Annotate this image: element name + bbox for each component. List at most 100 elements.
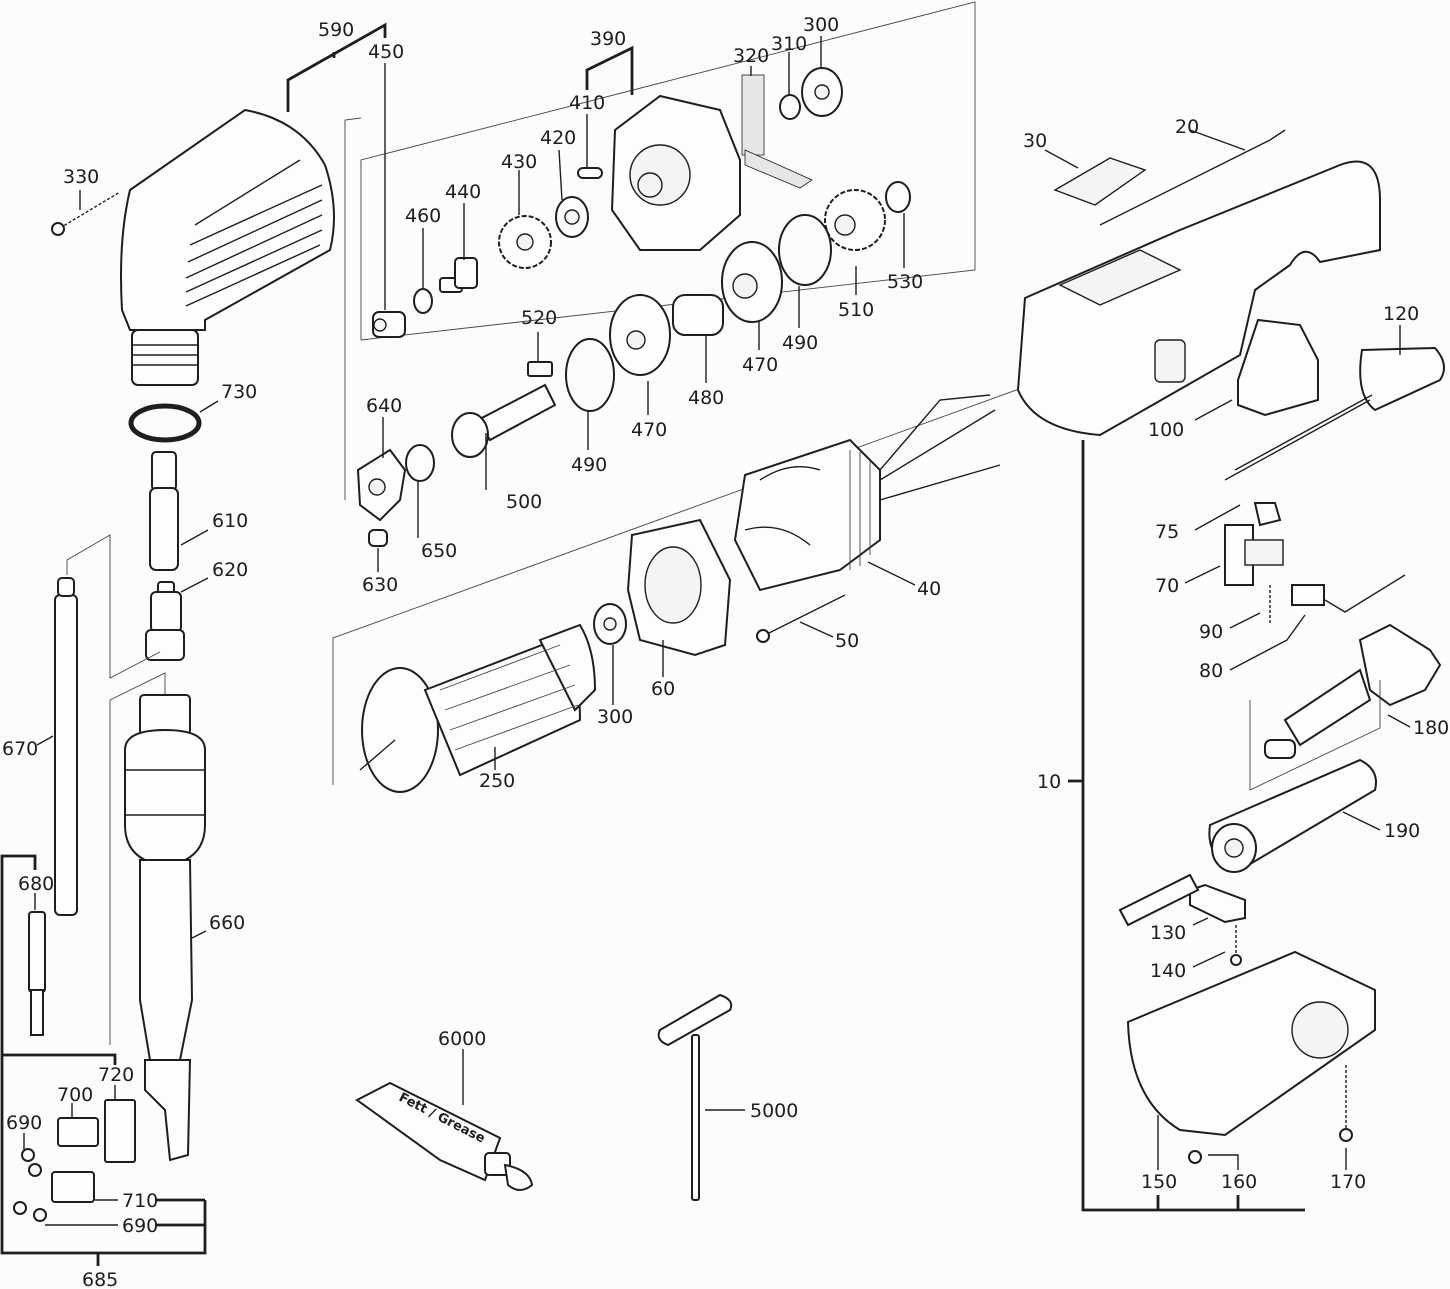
label-630: 630 [362,574,398,596]
label-410: 410 [569,92,605,114]
label-75: 75 [1155,521,1179,543]
label-730: 730 [221,381,257,403]
needle-bearing-650 [405,444,435,482]
nose-piece-660 [124,694,206,1162]
screw-140 [1230,925,1242,966]
switch-button-30 [1053,157,1147,206]
label-520: 520 [521,307,557,329]
label-510: 510 [838,299,874,321]
label-90: 90 [1199,621,1223,643]
pinion-440 [439,257,478,293]
label-430: 430 [501,151,537,173]
label-660: 660 [209,912,245,934]
switch-100 [1237,318,1319,417]
bushing-450 [372,311,406,338]
label-310: 310 [771,33,807,55]
gear-head-housing [120,108,335,386]
bracket-outlines-left [66,534,166,1045]
label-250: 250 [479,770,515,792]
switch-lever-20 [1099,129,1286,226]
label-480: 480 [688,387,724,409]
gear-430 [498,215,552,269]
shaft-610 [149,451,179,571]
part-labels: 590 450 390 320 310 300 330 410 420 430 … [2,14,1449,1289]
pin-410 [577,167,603,179]
bearing-300-top [801,67,843,117]
label-690-top: 690 [6,1112,42,1134]
armature-250 [359,623,597,793]
shaft-500 [451,383,557,458]
die-parts [13,1099,136,1222]
label-610: 610 [212,510,248,532]
brush-80 [1291,574,1406,613]
o-ring-730 [128,403,202,443]
stator-40 [733,394,1001,592]
group-brackets [0,22,1305,1266]
motor-housing [1016,160,1381,437]
screw-330 [51,191,121,236]
t-key-5000 [657,993,733,1201]
label-300-top: 300 [803,14,839,36]
label-140: 140 [1150,960,1186,982]
handle-cover-150 [1126,950,1376,1137]
label-50: 50 [835,630,859,652]
label-390: 390 [590,28,626,50]
screw-50 [756,594,846,643]
label-450: 450 [368,41,404,63]
label-190: 190 [1384,820,1420,842]
seal-310 [779,94,801,120]
fan-baffle-60 [626,518,732,657]
label-170: 170 [1330,1171,1366,1193]
label-720: 720 [98,1064,134,1086]
label-590: 590 [318,19,354,41]
label-690-bottom: 690 [122,1215,158,1237]
label-5000: 5000 [750,1100,798,1122]
cable-clamp-130 [1118,873,1246,927]
label-530: 530 [887,271,923,293]
mesh-320 [741,74,813,189]
capacitor-120 [1224,346,1445,481]
label-320: 320 [733,45,769,67]
label-440: 440 [445,181,481,203]
circlip-490-bottom [565,338,615,412]
screw-170 [1339,1065,1353,1142]
bearing-420 [555,196,589,238]
bearing-470-bottom [609,294,671,376]
label-680: 680 [18,873,54,895]
label-80: 80 [1199,660,1223,682]
ring-530 [885,181,911,213]
cable-sleeve-190 [1208,680,1381,873]
label-180: 180 [1413,717,1449,739]
gear-housing-390 [610,94,741,251]
washer-460 [413,288,433,314]
label-70: 70 [1155,575,1179,597]
eccentric-640 [356,448,407,522]
rod-670 [54,577,78,916]
bearing-300-motor [593,603,627,645]
label-490-top: 490 [782,332,818,354]
label-40: 40 [917,578,941,600]
label-700: 700 [57,1084,93,1106]
label-670: 670 [2,738,38,760]
label-470-top: 470 [742,354,778,376]
label-640: 640 [366,395,402,417]
label-710: 710 [122,1190,158,1212]
label-470-bottom: 470 [631,419,667,441]
label-490-bottom: 490 [571,454,607,476]
grease-tube-6000: Fett / Grease [355,1081,534,1191]
label-150: 150 [1141,1171,1177,1193]
label-330: 330 [63,166,99,188]
label-30: 30 [1023,130,1047,152]
label-685: 685 [82,1269,118,1289]
label-160: 160 [1221,1171,1257,1193]
label-120: 120 [1383,303,1419,325]
label-100: 100 [1148,419,1184,441]
brush-holder-70 [1224,502,1284,586]
shaft-620 [145,581,185,661]
key-520 [527,361,553,377]
label-300-motor: 300 [597,706,633,728]
screw-160 [1188,1150,1202,1164]
label-500: 500 [506,491,542,513]
bearing-470-top [721,241,783,323]
